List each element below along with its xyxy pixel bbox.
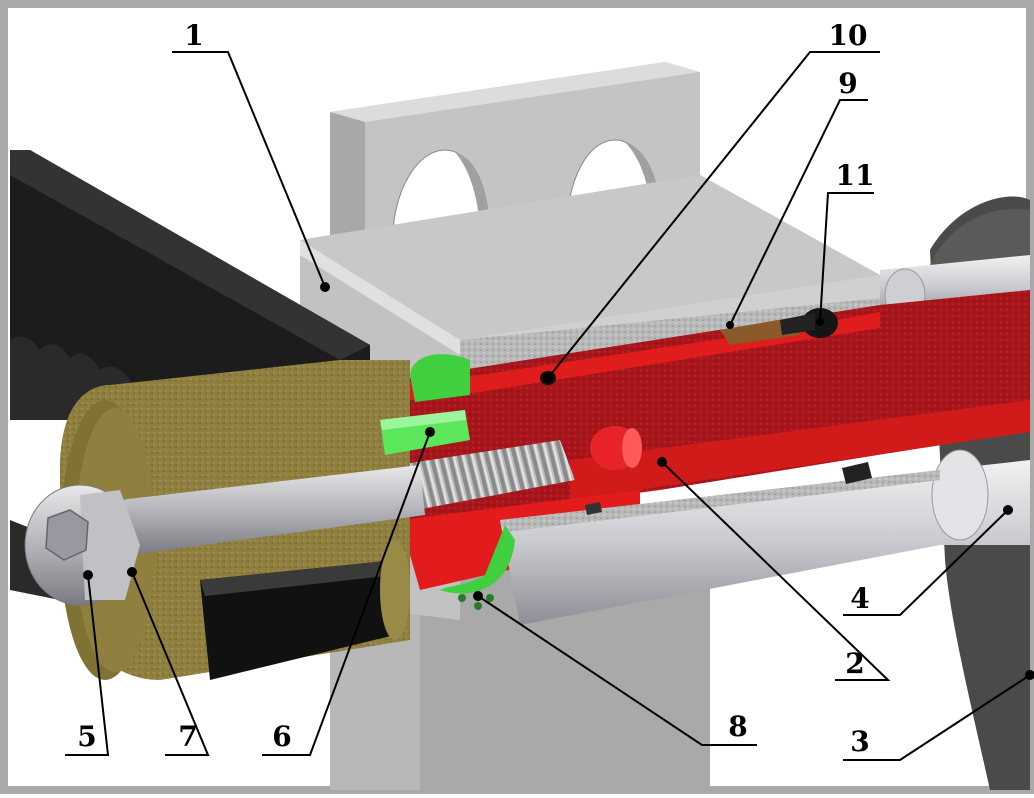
hex-socket: [45, 509, 89, 561]
vertical-support: [330, 560, 710, 790]
callout-10: 10: [828, 19, 868, 52]
key-insert: [842, 462, 872, 484]
callout-3: 3: [850, 725, 870, 758]
callout-9: 9: [838, 67, 858, 100]
retaining-clip-lower: [440, 525, 515, 594]
callout-2: 2: [845, 647, 865, 680]
callout-11: 11: [835, 159, 875, 192]
callout-8: 8: [728, 710, 748, 743]
guide-shaft-lower: [500, 460, 1030, 625]
callout-5: 5: [77, 720, 97, 753]
callout-1: 1: [184, 19, 204, 52]
callout-7: 7: [178, 720, 198, 753]
leader-dots: [83, 282, 1034, 680]
leader-lines: [65, 51, 1031, 761]
bolt-shank: [120, 465, 425, 555]
callout-6: 6: [272, 720, 292, 753]
retaining-clip-upper: [410, 354, 470, 402]
callout-4: 4: [850, 582, 870, 615]
